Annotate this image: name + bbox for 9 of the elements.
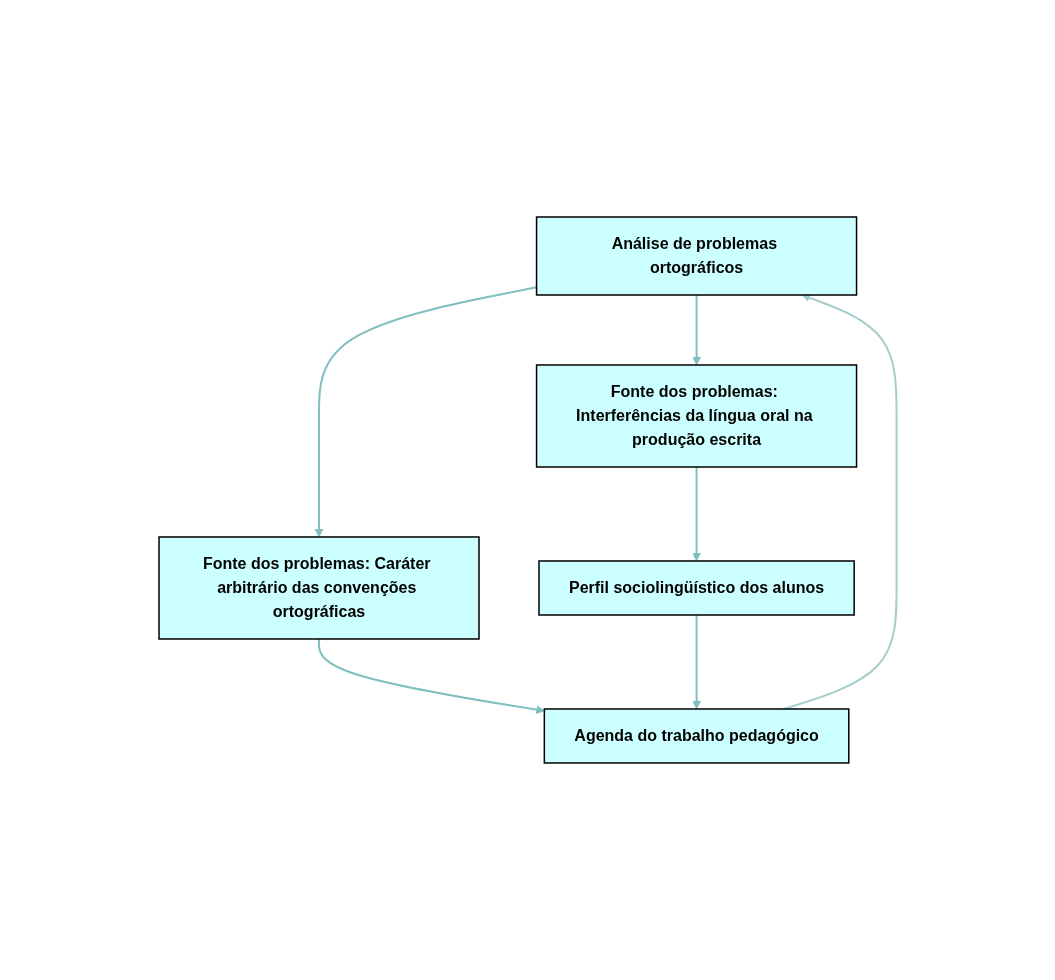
arrow — [691, 294, 701, 366]
arrow — [691, 614, 701, 710]
node-box: Perfil sociolingüístico dos alunos — [537, 560, 855, 616]
node-box: Fonte dos problemas: Interferências da língua oral na produção escrita — [535, 364, 858, 468]
arrow — [691, 466, 701, 562]
arrow — [317, 638, 545, 715]
node-box: Fonte dos problemas: Caráter arbitrário das convenções ortográficas — [157, 536, 480, 640]
node-box: Agenda do trabalho pedagógico — [543, 708, 850, 764]
node-box: Análise de problemas ortográficos — [535, 216, 858, 296]
